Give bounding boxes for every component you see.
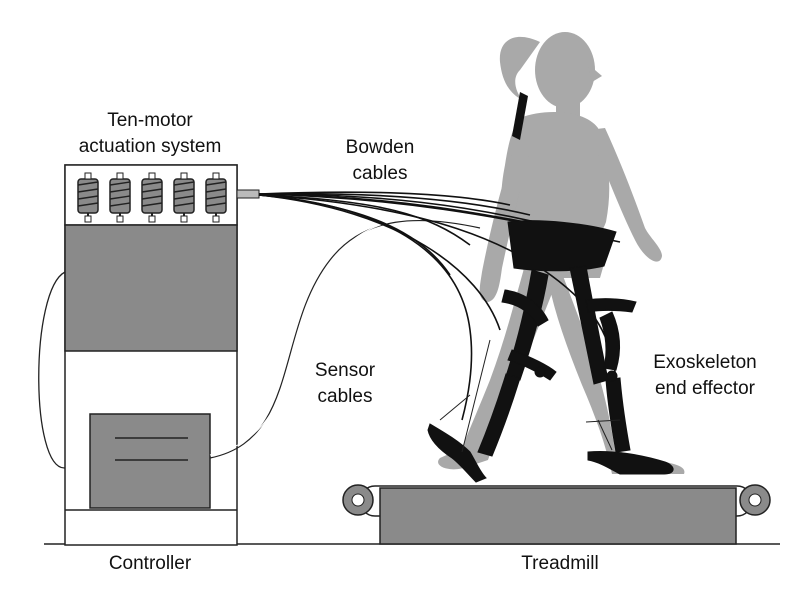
label-sensor-line1: Sensor [314, 360, 376, 381]
motor-spool [77, 172, 99, 223]
back-strap [512, 92, 528, 140]
label-bowden-line1: Bowden [345, 137, 415, 158]
bowden-cable [258, 191, 511, 206]
treadmill [342, 484, 771, 545]
label-controller: Controller [108, 553, 192, 574]
sensor-cables [209, 217, 493, 459]
label-exoskeleton-line1: Exoskeleton [653, 352, 757, 373]
label-treadmill: Treadmill [521, 553, 599, 574]
label-bowden-line2: cables [352, 163, 408, 184]
label-sensor-line2: cables [317, 386, 373, 407]
label-motor-system-line1: Ten-motor [107, 110, 193, 131]
left-loop-cable [38, 271, 66, 469]
bowden-cable [258, 192, 531, 216]
motor-spool [173, 172, 195, 223]
label-bowden-cables: Bowden cables [325, 135, 435, 187]
controller-box [89, 413, 211, 509]
treadmill-base [379, 487, 737, 545]
controller-cabinet [64, 164, 260, 546]
ankle-cables [439, 339, 621, 453]
motor-spool [205, 172, 227, 223]
bowden-cable [258, 194, 473, 421]
bowden-cable [258, 194, 471, 246]
label-exoskeleton: Exoskeleton end effector [630, 350, 780, 402]
label-sensor-cables: Sensor cables [295, 358, 395, 410]
label-exoskeleton-line2: end effector [654, 378, 755, 399]
label-motor-system-line2: actuation system [78, 136, 222, 157]
motor-spool [109, 172, 131, 223]
bowden-cable [258, 194, 501, 331]
motor-array [77, 172, 227, 223]
motor-spool [141, 172, 163, 223]
cable-connector [236, 189, 260, 199]
bowden-cables [258, 191, 621, 421]
cabinet-panel [64, 224, 238, 352]
label-motor-system: Ten-motor actuation system [55, 108, 245, 160]
exoskeleton-end-effector [427, 220, 674, 483]
